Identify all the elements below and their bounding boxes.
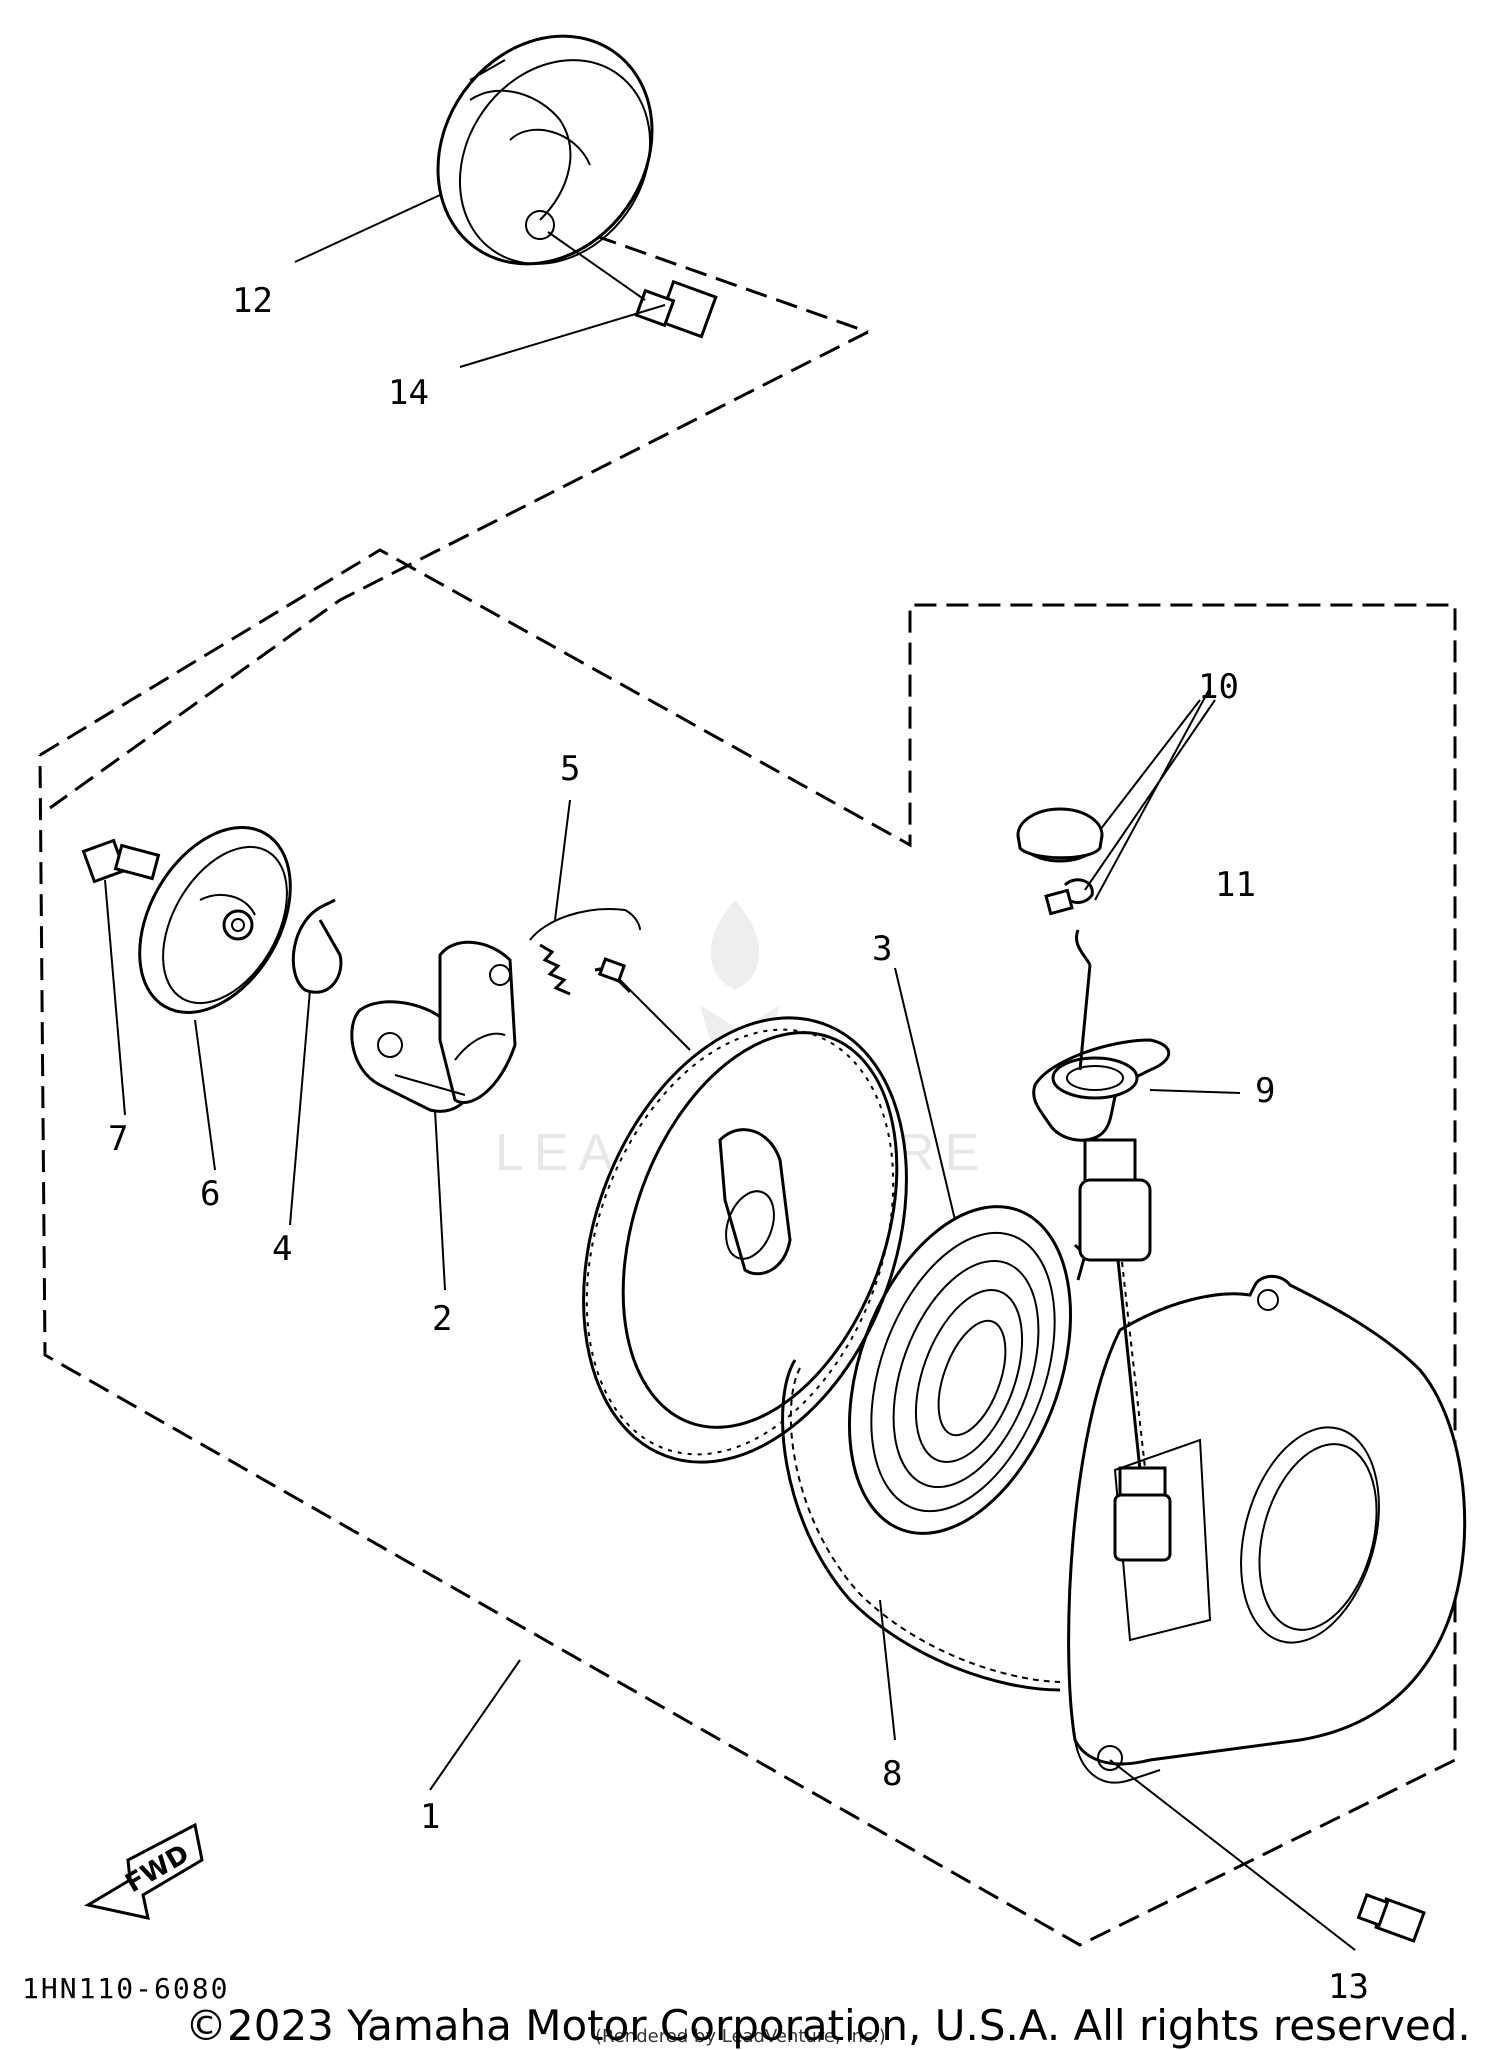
label-7: 7 bbox=[108, 1119, 128, 1159]
part-3-recoil-spring bbox=[847, 1205, 1087, 1535]
part-10-cap bbox=[1016, 807, 1104, 863]
label-10: 10 bbox=[1198, 667, 1239, 707]
rendered-note: (Rendered by LeadVenture, Inc.) bbox=[595, 2026, 886, 2047]
label-13: 13 bbox=[1328, 1967, 1369, 2007]
label-14: 14 bbox=[388, 373, 429, 413]
label-3: 3 bbox=[872, 929, 892, 969]
part-5-spring bbox=[529, 908, 641, 996]
part-labels: 12 14 10 5 11 3 9 7 6 4 2 8 1 13 bbox=[108, 281, 1369, 2007]
label-12: 12 bbox=[232, 281, 273, 321]
label-11: 11 bbox=[1215, 865, 1256, 905]
label-9: 9 bbox=[1255, 1071, 1275, 1111]
label-8: 8 bbox=[882, 1754, 902, 1794]
part-13-bolt bbox=[1356, 1893, 1426, 1943]
copyright-notice: ©2023 Yamaha Motor Corporation, U.S.A. A… bbox=[185, 2001, 1471, 2050]
part-14-bolt bbox=[547, 231, 718, 339]
part-4-clip bbox=[291, 898, 343, 994]
part-9-handle bbox=[1032, 1038, 1172, 1562]
label-5: 5 bbox=[560, 749, 580, 789]
fwd-arrow-icon: FWD bbox=[83, 1822, 204, 1920]
leader-lines bbox=[104, 194, 1356, 1951]
assembly-outline bbox=[38, 223, 1457, 1947]
part-11-knot bbox=[1044, 878, 1094, 1071]
part-2-guide bbox=[350, 940, 517, 1113]
part-8-rope bbox=[781, 1359, 1061, 1692]
starter-case bbox=[1067, 1274, 1467, 1784]
label-1: 1 bbox=[420, 1797, 440, 1837]
label-6: 6 bbox=[200, 1174, 220, 1214]
part-7-bolt bbox=[81, 838, 161, 884]
part-12-cover-plate bbox=[436, 34, 654, 266]
label-2: 2 bbox=[432, 1299, 452, 1339]
reel-pulley bbox=[582, 979, 908, 1464]
diagram-code: 1HN110-6080 bbox=[22, 1972, 229, 2005]
label-4: 4 bbox=[272, 1229, 292, 1269]
part-6-friction-plate bbox=[138, 826, 292, 1014]
